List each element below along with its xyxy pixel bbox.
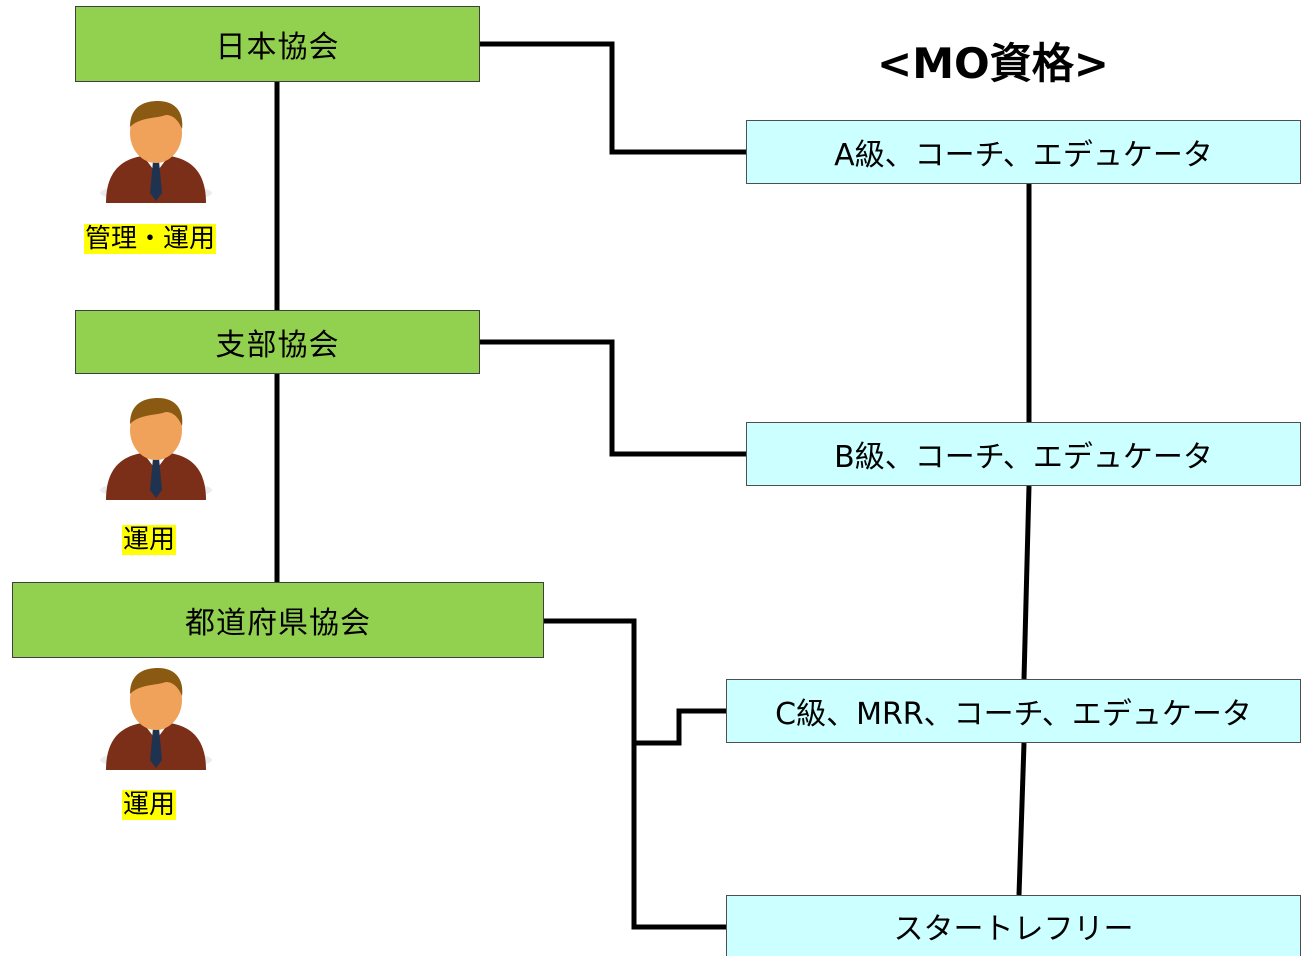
role-label-prefecture: 運用: [122, 790, 177, 820]
qual-chain-b-c: [1021, 485, 1032, 680]
connector-prefecture-to-start: [631, 743, 726, 930]
qual-box-start-referee: スタートレフリー: [726, 895, 1301, 956]
org-box-branch: 支部協会: [75, 310, 480, 374]
connector-branch-to-b: [480, 339, 746, 457]
qualification-heading: <MO資格>: [877, 39, 1109, 88]
org-box-japan: 日本協会: [75, 6, 480, 82]
org-box-prefecture: 都道府県協会: [12, 582, 544, 658]
person-icon: [100, 668, 212, 770]
person-icon: [100, 398, 212, 500]
qual-box-a: A級、コーチ、エデュケータ: [746, 120, 1301, 184]
connector-japan-to-a: [480, 41, 746, 155]
role-label-japan: 管理・運用: [84, 224, 217, 254]
qual-chain-c-start: [1016, 742, 1027, 896]
role-label-branch: 運用: [122, 525, 177, 555]
person-icon: [100, 101, 212, 203]
qual-box-c: C級、MRR、コーチ、エデュケータ: [726, 679, 1301, 743]
connector-prefecture-to-c: [544, 618, 726, 746]
qual-box-b: B級、コーチ、エデュケータ: [746, 422, 1301, 486]
